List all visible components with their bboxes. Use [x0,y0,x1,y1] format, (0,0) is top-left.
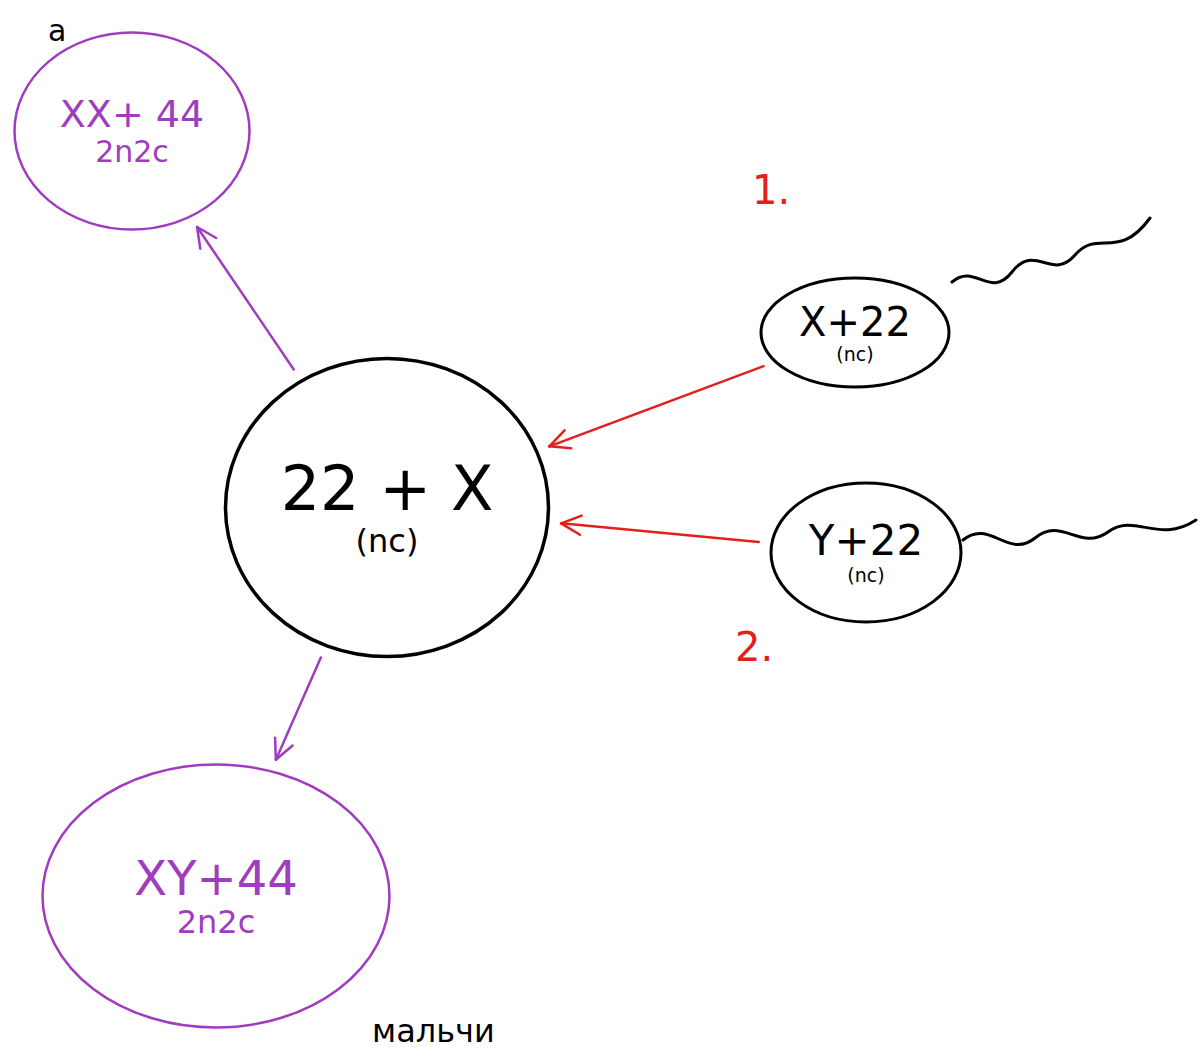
ploidy-note: 2n2c [177,905,256,940]
arrow-line [549,366,763,446]
arrow-connector [197,227,294,370]
chromosome-formula: 22 + X [281,455,494,523]
arrow-line [561,523,759,542]
ploidy-note: 2n2c [95,135,169,168]
zygote-circle: XY+442n2c [40,762,392,1030]
arrow-line [276,657,321,759]
callout-number: 2. [735,625,773,669]
chromosome-formula: XY+44 [134,852,298,905]
arrow-connector [275,657,321,759]
sperm-head: X+22(nc) [758,275,952,390]
chromosome-formula: X+22 [799,300,911,344]
ploidy-note: (nc) [836,344,873,365]
arrow-head [561,516,582,524]
chromosome-formula: XX+ 44 [60,94,204,136]
chromosome-formula: Y+22 [809,518,923,564]
callout-number: 1. [752,168,790,212]
zygote-circle: XX+ 442n2c [12,30,252,232]
sperm-tail [963,520,1196,545]
arrow-head [549,446,571,448]
arrow-line [197,227,294,370]
egg-cell: 22 + X(nc) [222,355,552,660]
caption-word: мальчи [372,1014,495,1049]
arrow-head [549,430,564,446]
sperm-head: Y+22(nc) [768,480,964,625]
ploidy-note: (nc) [847,565,884,586]
arrow-connector [549,366,763,448]
cut-word: а [48,14,66,47]
arrow-head [197,227,200,249]
arrow-connector [561,516,759,542]
sperm-tail [952,218,1150,283]
arrow-head [197,227,216,238]
ploidy-note: (nc) [356,524,419,559]
arrow-head [274,738,277,760]
arrow-head [276,745,293,759]
arrow-head [561,523,580,534]
